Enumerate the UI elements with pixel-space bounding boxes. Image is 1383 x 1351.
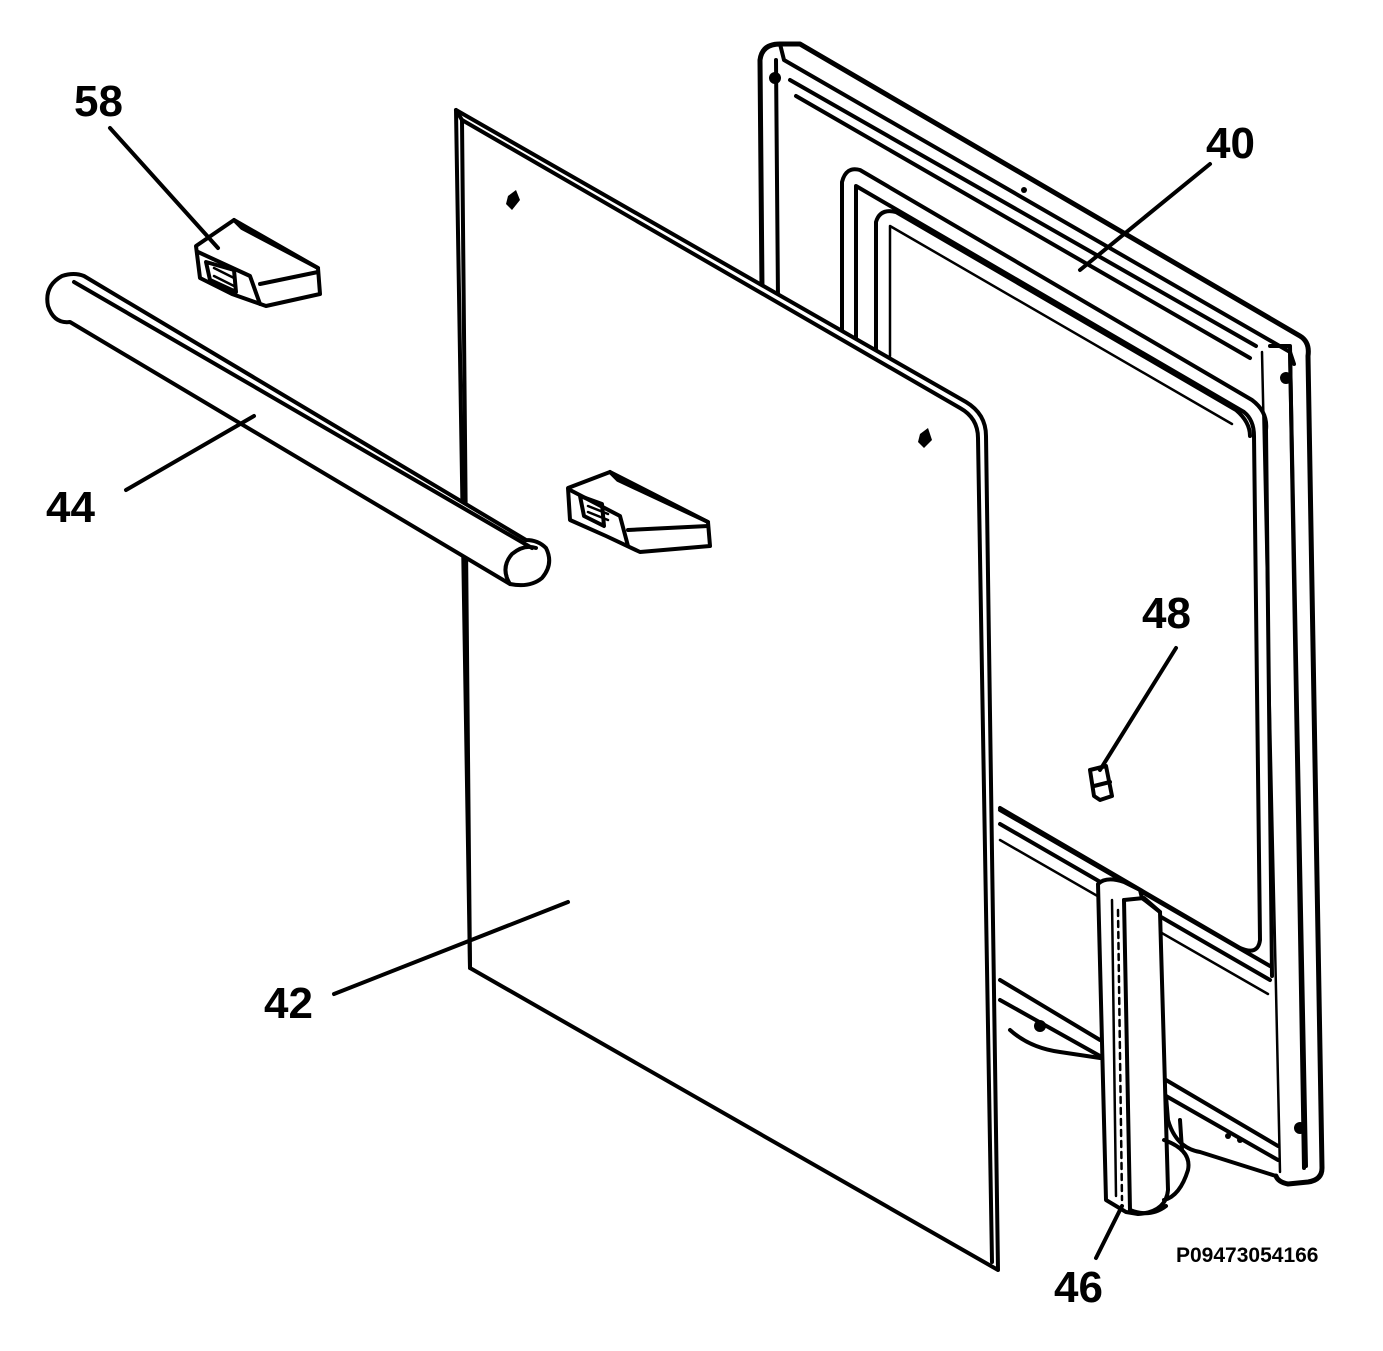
callout-40: 40 bbox=[1206, 119, 1255, 168]
leader-lines bbox=[108, 126, 1212, 1260]
callout-58: 58 bbox=[74, 77, 123, 126]
callout-44: 44 bbox=[46, 483, 95, 532]
leader-44 bbox=[124, 414, 256, 492]
leader-46 bbox=[1094, 1204, 1124, 1260]
leader-58 bbox=[108, 126, 220, 250]
glass-panel-part-42 bbox=[454, 108, 1000, 1272]
callout-48: 48 bbox=[1142, 589, 1191, 638]
hinge-part-46 bbox=[1096, 877, 1191, 1216]
reference-code: P09473054166 bbox=[1176, 1244, 1319, 1267]
leader-48 bbox=[1098, 646, 1178, 772]
rod-part-44 bbox=[45, 272, 552, 588]
leader-42 bbox=[332, 900, 570, 996]
leader-40 bbox=[1078, 162, 1212, 272]
clip-part-58 bbox=[194, 218, 322, 308]
panel-clip bbox=[566, 470, 712, 554]
callout-42: 42 bbox=[264, 979, 313, 1028]
callout-46: 46 bbox=[1054, 1263, 1103, 1312]
